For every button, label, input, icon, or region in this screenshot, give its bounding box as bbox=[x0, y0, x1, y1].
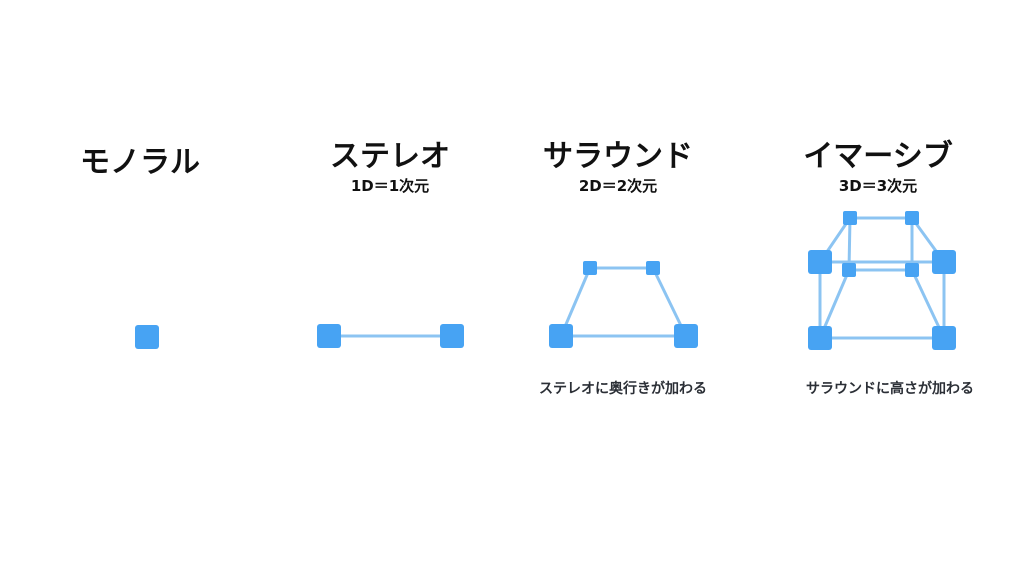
immersive-speaker-top-front-right bbox=[932, 250, 956, 274]
surround-speaker-front-left bbox=[549, 324, 573, 348]
immersive-speaker-rear-left bbox=[842, 263, 856, 277]
immersive-subtitle: 3D＝3次元 bbox=[838, 177, 918, 195]
surround-speaker-rear-left bbox=[583, 261, 597, 275]
stereo-subtitle: 1D＝1次元 bbox=[350, 177, 430, 195]
immersive-speaker-rear-right bbox=[905, 263, 919, 277]
mono-speaker bbox=[135, 325, 159, 349]
immersive-title: イマーシブ bbox=[803, 139, 953, 174]
surround-title: サラウンド bbox=[543, 139, 693, 174]
edge-layer bbox=[327, 216, 946, 340]
stereo-title: ステレオ bbox=[330, 139, 450, 174]
surround-subtitle: 2D＝2次元 bbox=[578, 177, 658, 195]
mono-title: モノラル bbox=[80, 145, 200, 180]
immersive-speaker-top-rear-left bbox=[843, 211, 857, 225]
stereo-speaker-right bbox=[440, 324, 464, 348]
surround-caption: ステレオに奥行きが加わる bbox=[539, 381, 707, 397]
surround-speaker-rear-right bbox=[646, 261, 660, 275]
immersive-speaker-front-left bbox=[808, 326, 832, 350]
surround-speaker-front-right bbox=[674, 324, 698, 348]
immersive-speaker-top-rear-right bbox=[905, 211, 919, 225]
immersive-speaker-top-front-left bbox=[808, 250, 832, 274]
node-layer bbox=[135, 211, 956, 350]
immersive-caption: サラウンドに高さが加わる bbox=[806, 381, 974, 397]
immersive-edge-vertical-rear-left bbox=[847, 216, 852, 272]
immersive-speaker-front-right bbox=[932, 326, 956, 350]
stereo-speaker-left bbox=[317, 324, 341, 348]
